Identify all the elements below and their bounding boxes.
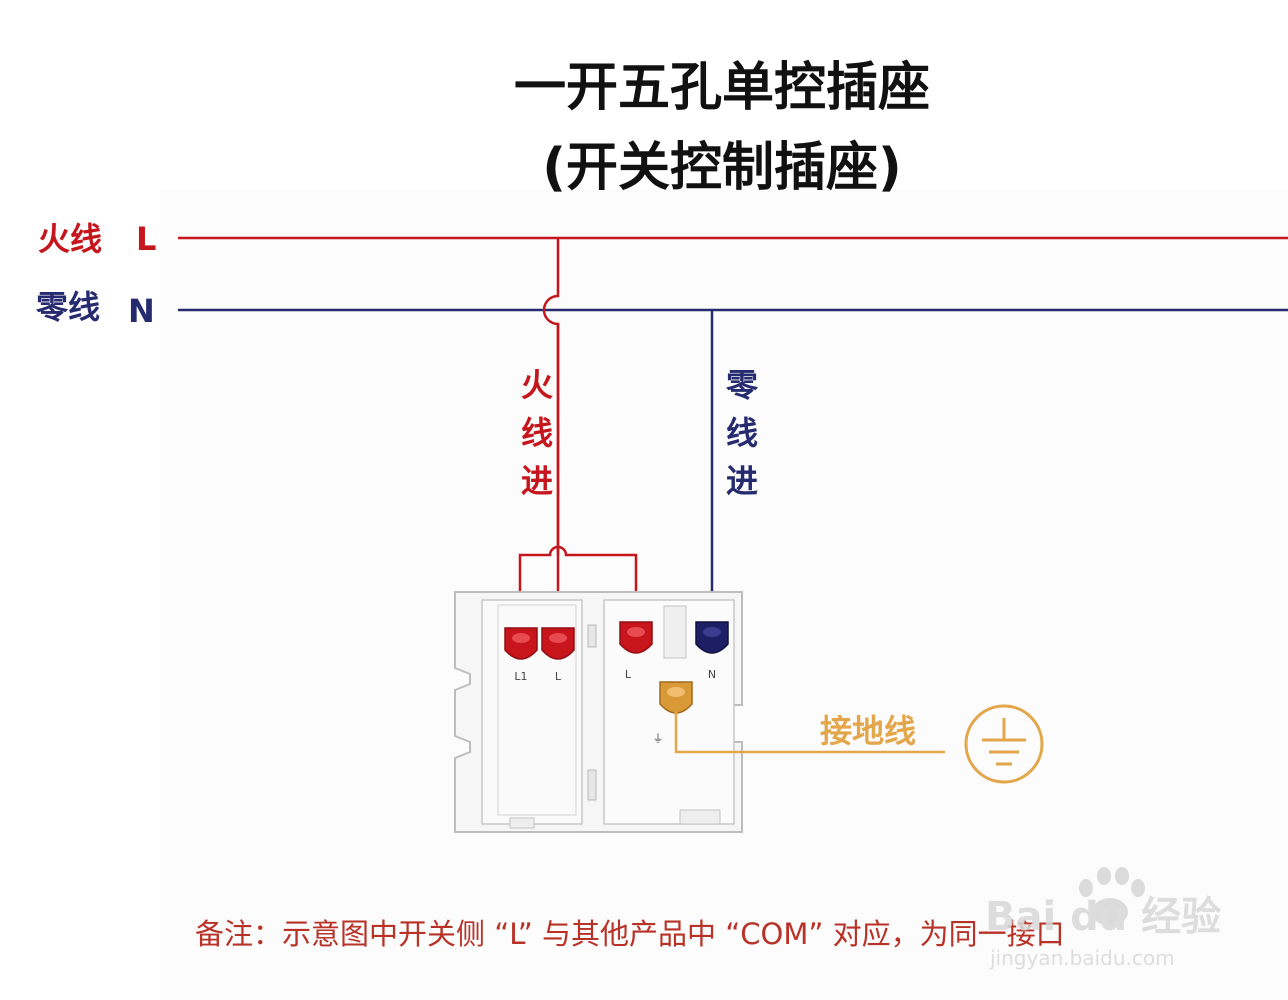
terminal-socket-l xyxy=(619,621,653,654)
neutral-in-char-3: 进 xyxy=(726,462,758,500)
terminal-mark-l1: L1 xyxy=(514,670,527,683)
terminal-mark-ground: ⏚ xyxy=(653,732,664,745)
terminal-socket-n xyxy=(695,621,729,654)
switch-inner-frame xyxy=(497,604,577,816)
baidu-watermark: Bai du 经验 jingyan.baidu.com xyxy=(985,867,1221,970)
watermark-url: jingyan.baidu.com xyxy=(989,946,1175,970)
live-supply-letter: L xyxy=(136,220,156,258)
terminal-mark-socket-l: L xyxy=(625,668,632,681)
ground-wire-label: 接地线 xyxy=(820,712,916,750)
terminal-mark-socket-n: N xyxy=(708,668,716,681)
ground-wire xyxy=(674,712,945,754)
title-line-1: 一开五孔单控插座 xyxy=(514,58,930,118)
paw-icon xyxy=(1079,867,1145,926)
footnote: 备注：示意图中开关侧 “L” 与其他产品中 “COM” 对应，为同一接口 xyxy=(195,917,1065,951)
neutral-in-char-1: 零 xyxy=(726,366,759,404)
live-bus-wire xyxy=(518,545,638,628)
ground-symbol-icon xyxy=(964,704,1044,784)
live-in-char-2: 线 xyxy=(521,414,553,452)
live-supply-label: 火线 xyxy=(38,220,102,258)
terminal-switch-l1 xyxy=(504,627,538,660)
neutral-in-char-2: 线 xyxy=(726,414,758,452)
switch-bottom-tab xyxy=(509,817,535,829)
socket-bottom-tab xyxy=(679,809,721,825)
live-drop-wire xyxy=(542,238,560,555)
watermark-brand: Bai du 经验 xyxy=(985,894,1221,940)
neutral-supply-letter: N xyxy=(128,292,155,330)
title-line-2: (开关控制插座) xyxy=(542,138,902,198)
switch-slot-lower xyxy=(587,769,597,801)
terminal-socket-ground xyxy=(659,681,693,714)
neutral-supply-label: 零线 xyxy=(36,288,100,326)
terminal-switch-l xyxy=(541,627,575,660)
socket-center-block xyxy=(663,605,687,659)
switch-slot xyxy=(587,624,597,648)
terminal-mark-switch-l: L xyxy=(555,670,562,683)
live-in-char-3: 进 xyxy=(521,462,553,500)
live-in-char-1: 火 xyxy=(521,366,553,404)
